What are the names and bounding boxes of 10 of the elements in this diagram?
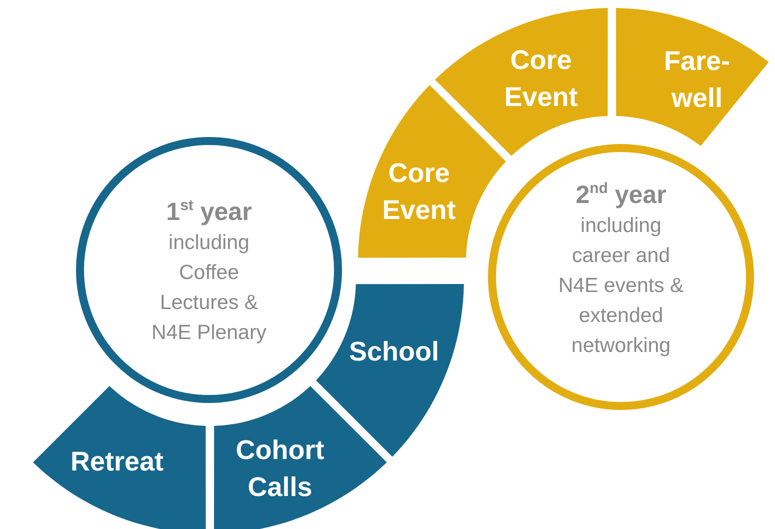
segment-label: Retreat bbox=[69, 445, 164, 478]
segment-label: Core Event bbox=[503, 44, 579, 114]
year-heading: 1$^{st}$ year bbox=[166, 197, 252, 227]
year-description: including Coffee Lectures & N4E Plenary bbox=[150, 230, 268, 346]
year-description: including career and N4E events & extended networking bbox=[557, 213, 685, 359]
segment-label: Fare- well bbox=[662, 44, 731, 115]
segment-label: School bbox=[348, 335, 440, 368]
segment-label: Core Event bbox=[381, 156, 457, 227]
year-heading: 2$^{nd}$ year bbox=[576, 180, 666, 210]
segment-label: Cohort Calls bbox=[234, 434, 326, 504]
